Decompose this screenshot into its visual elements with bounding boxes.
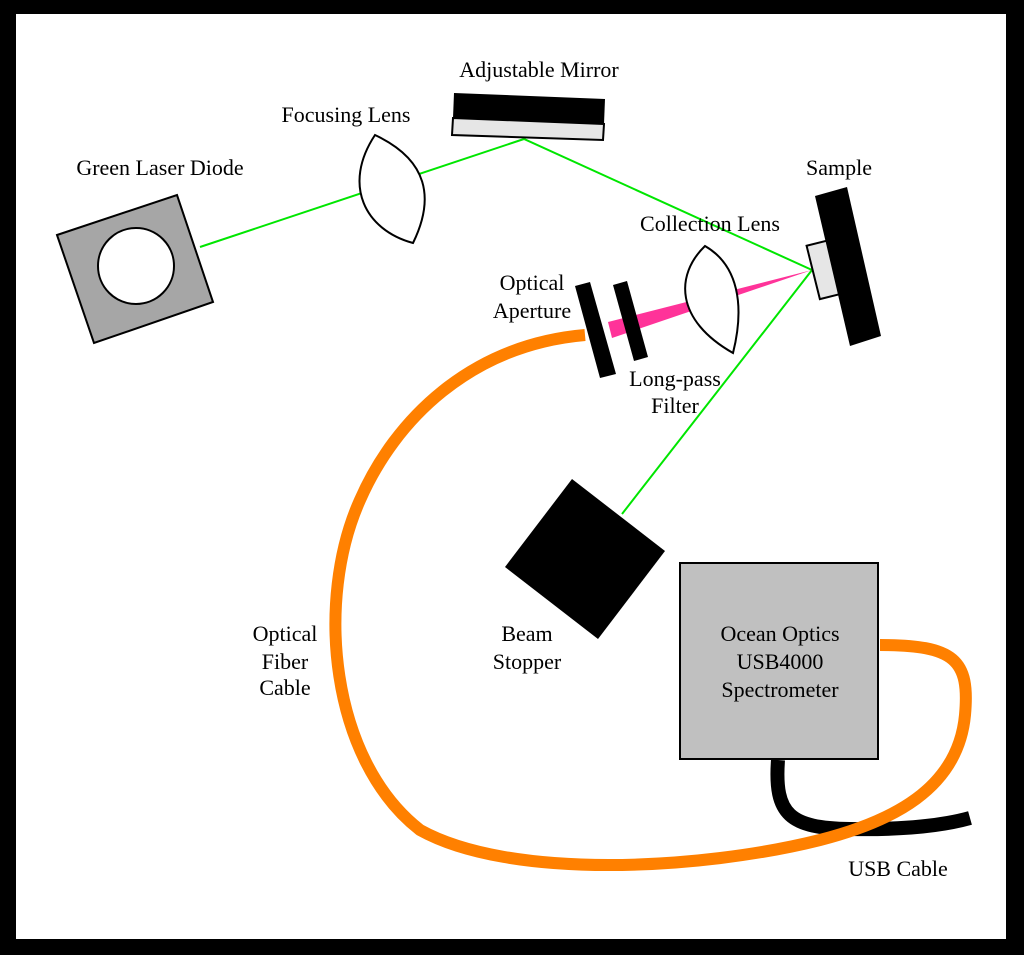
- label-optical-fiber-cable-line1: Optical: [253, 621, 318, 646]
- optical-fiber-cable: [329, 329, 972, 871]
- label-beam-stopper-line1: Beam: [501, 621, 552, 646]
- green-laser-diode: [55, 193, 215, 345]
- label-optical-aperture-line2: Aperture: [493, 298, 571, 323]
- spectrometer: [679, 562, 879, 760]
- canvas: [16, 14, 1006, 939]
- label-long-pass-filter-line2: Filter: [651, 393, 699, 418]
- label-spectrometer-line2: USB4000: [737, 649, 824, 674]
- label-collection-lens: Collection Lens: [640, 211, 780, 236]
- optical-aperture: [575, 282, 616, 378]
- label-sample: Sample: [806, 155, 872, 180]
- label-green-laser-diode: Green Laser Diode: [76, 155, 243, 180]
- adjustable-mirror: [450, 93, 606, 142]
- beam-stopper: [505, 479, 665, 639]
- label-optical-fiber-cable-line2: Fiber: [262, 649, 309, 674]
- label-optical-fiber-cable-line3: Cable: [259, 675, 310, 700]
- label-usb-cable: USB Cable: [848, 856, 948, 881]
- label-beam-stopper-line2: Stopper: [493, 649, 562, 674]
- label-spectrometer-line3: Spectrometer: [721, 677, 839, 702]
- label-focusing-lens: Focusing Lens: [282, 102, 411, 127]
- label-spectrometer-line1: Ocean Optics: [720, 621, 839, 646]
- focusing-lens: [358, 133, 426, 245]
- label-optical-aperture-line1: Optical: [500, 270, 565, 295]
- label-long-pass-filter-line1: Long-pass: [629, 366, 721, 391]
- label-adjustable-mirror: Adjustable Mirror: [459, 57, 619, 82]
- collection-lens: [684, 244, 740, 355]
- sample: [805, 187, 881, 346]
- long-pass-filter: [613, 281, 648, 361]
